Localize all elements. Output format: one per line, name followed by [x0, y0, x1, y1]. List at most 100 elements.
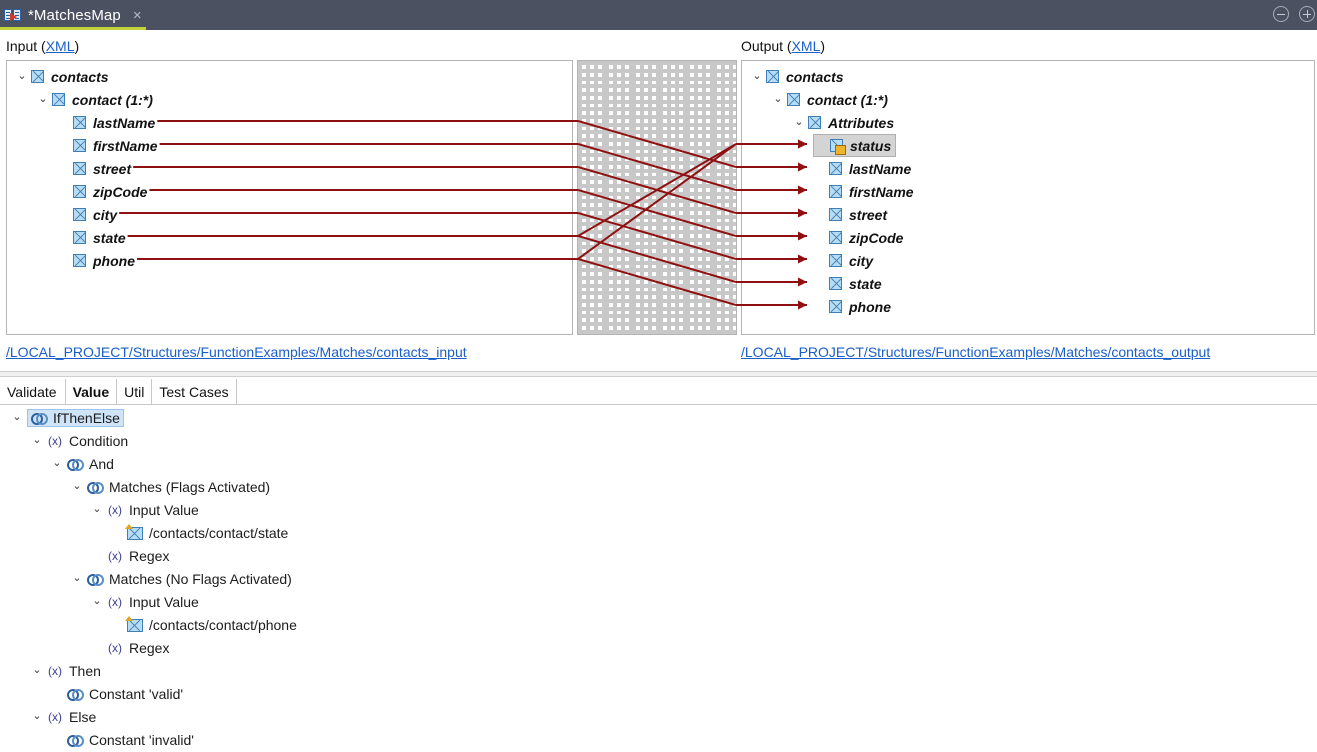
output-structure-tree[interactable]: ⌄contacts⌄contact (1:*)⌄Attributes⌄statu… [741, 60, 1315, 335]
output-node-label: city [849, 252, 874, 269]
horizontal-splitter[interactable] [0, 371, 1317, 377]
tab-validate[interactable]: Validate [0, 379, 65, 404]
output-file-path-link[interactable]: /LOCAL_PROJECT/Structures/FunctionExampl… [741, 344, 1211, 360]
input-node-city[interactable]: ⌄city [57, 203, 117, 226]
function-tree-row[interactable]: ⌄ And [0, 452, 1317, 475]
input-structure-tree[interactable]: ⌄contacts⌄contact (1:*)⌄lastName⌄firstNa… [6, 60, 573, 335]
function-tree-row[interactable]: ⌄(x)Then [0, 659, 1317, 682]
function-tree-row[interactable]: ⌄ (x)Condition [0, 429, 1317, 452]
function-tree-row-label: Condition [69, 432, 129, 449]
function-tree-row[interactable]: ⌄(x)Regex [0, 636, 1317, 659]
chevron-down-icon[interactable]: ⌄ [92, 595, 102, 607]
chevron-down-icon[interactable]: ⌄ [32, 434, 42, 446]
input-node-label: state [93, 229, 126, 246]
variable-icon: (x) [108, 594, 122, 609]
input-node-lastname[interactable]: ⌄lastName [57, 111, 155, 134]
output-node-label: contacts [786, 68, 844, 85]
xml-element-icon [829, 208, 842, 221]
chevron-down-icon[interactable]: ⌄ [52, 457, 62, 469]
input-label-suffix: ) [74, 38, 80, 54]
xml-field-icon [125, 523, 143, 540]
input-xml-link[interactable]: XML [45, 38, 75, 54]
xml-element-icon [73, 208, 86, 221]
function-tree-row[interactable]: ⌄ Matches (Flags Activated) [0, 475, 1317, 498]
close-icon[interactable]: × [132, 6, 142, 24]
xml-element-icon [73, 139, 86, 152]
input-node-street[interactable]: ⌄street [57, 157, 131, 180]
function-tree-row[interactable]: ⌄ (x)Input Value [0, 498, 1317, 521]
input-label-text: Input ( [6, 38, 46, 54]
xml-element-icon [829, 277, 842, 290]
function-tree-row[interactable]: ⌄Constant 'invalid' [0, 728, 1317, 751]
function-icon [67, 456, 84, 472]
output-node-lastname[interactable]: ⌄lastName [813, 157, 911, 180]
chevron-down-icon[interactable]: ⌄ [32, 710, 42, 722]
output-panel-label: Output (XML) [741, 38, 825, 54]
output-node-city[interactable]: ⌄city [813, 249, 873, 272]
output-node-phone[interactable]: ⌄phone [813, 295, 891, 318]
input-node-contacts[interactable]: ⌄contacts [15, 65, 108, 88]
variable-icon: (x) [48, 663, 62, 678]
tab-util[interactable]: Util [117, 379, 153, 404]
function-tree-row[interactable]: ⌄(x)Input Value [0, 590, 1317, 613]
input-node-label: firstName [93, 137, 158, 154]
input-node-contact-1-[interactable]: ⌄contact (1:*) [36, 88, 153, 111]
function-tree-row-content: Matches (Flags Activated) [87, 479, 270, 495]
minimize-icon[interactable] [1273, 6, 1289, 22]
chevron-down-icon[interactable]: ⌄ [773, 93, 783, 105]
function-tree-row-content: And [67, 456, 114, 472]
editor-tab-matchesmap[interactable]: *MatchesMap × [0, 0, 150, 30]
function-tree-row[interactable]: ⌄/contacts/contact/state [0, 521, 1317, 544]
mapping-canvas[interactable] [577, 60, 737, 335]
function-tree-row[interactable]: ⌄ (x)Else [0, 705, 1317, 728]
chevron-down-icon[interactable]: ⌄ [17, 70, 27, 82]
xml-element-icon [73, 116, 86, 129]
xml-field-icon [125, 615, 143, 632]
chevron-down-icon[interactable]: ⌄ [72, 572, 82, 584]
function-tree-row[interactable]: ⌄ IfThenElse [0, 406, 1317, 429]
function-tree-row-label: IfThenElse [53, 409, 120, 426]
output-xml-link[interactable]: XML [791, 38, 821, 54]
chevron-down-icon[interactable]: ⌄ [92, 503, 102, 515]
function-tree-row[interactable]: ⌄/contacts/contact/phone [0, 613, 1317, 636]
chevron-down-icon[interactable]: ⌄ [12, 411, 22, 423]
tab-value[interactable]: Value [64, 379, 118, 404]
function-tree[interactable]: ⌄IfThenElse⌄(x)Condition⌄And⌄Matches (Fl… [0, 406, 1317, 752]
chevron-down-icon[interactable]: ⌄ [32, 664, 42, 676]
xml-element-icon [787, 93, 800, 106]
title-bar: *MatchesMap × [0, 0, 1317, 30]
function-tree-row[interactable]: ⌄(x)Regex [0, 544, 1317, 567]
chevron-down-icon[interactable]: ⌄ [38, 93, 48, 105]
function-tree-row-content: (x)Input Value [107, 502, 199, 518]
input-node-zipcode[interactable]: ⌄zipCode [57, 180, 147, 203]
output-node-state[interactable]: ⌄state [813, 272, 882, 295]
function-tree-row-label: Matches (Flags Activated) [109, 478, 271, 495]
function-tree-row[interactable]: ⌄ Matches (No Flags Activated) [0, 567, 1317, 590]
function-tree-row-label: Matches (No Flags Activated) [109, 570, 292, 587]
chevron-down-icon[interactable]: ⌄ [752, 70, 762, 82]
input-node-phone[interactable]: ⌄phone [57, 249, 135, 272]
output-node-attributes[interactable]: ⌄Attributes [792, 111, 894, 134]
output-node-zipcode[interactable]: ⌄zipCode [813, 226, 903, 249]
function-tree-row-label: Regex [129, 547, 170, 564]
function-tree-row-label: Constant 'valid' [89, 685, 184, 702]
output-node-contacts[interactable]: ⌄ contacts [750, 65, 844, 88]
input-node-state[interactable]: ⌄state [57, 226, 126, 249]
output-node-status[interactable]: ⌄status [813, 134, 897, 157]
function-icon [87, 479, 104, 495]
function-tree-row[interactable]: ⌄Constant 'valid' [0, 682, 1317, 705]
input-panel-label: Input (XML) [6, 38, 79, 54]
tab-test-cases[interactable]: Test Cases [152, 379, 237, 404]
chevron-down-icon[interactable]: ⌄ [72, 480, 82, 492]
tab-strip-filler [237, 379, 1317, 404]
input-node-firstname[interactable]: ⌄firstName [57, 134, 158, 157]
input-file-path-link[interactable]: /LOCAL_PROJECT/Structures/FunctionExampl… [6, 344, 467, 360]
function-tree-row-content: (x)Condition [47, 433, 128, 449]
chevron-down-icon[interactable]: ⌄ [794, 116, 804, 128]
maximize-icon[interactable] [1299, 6, 1315, 22]
output-node-firstname[interactable]: ⌄firstName [813, 180, 914, 203]
output-node-street[interactable]: ⌄street [813, 203, 887, 226]
output-node-contact-1-[interactable]: ⌄contact (1:*) [771, 88, 888, 111]
function-tree-row-content: (x)Else [47, 709, 96, 725]
